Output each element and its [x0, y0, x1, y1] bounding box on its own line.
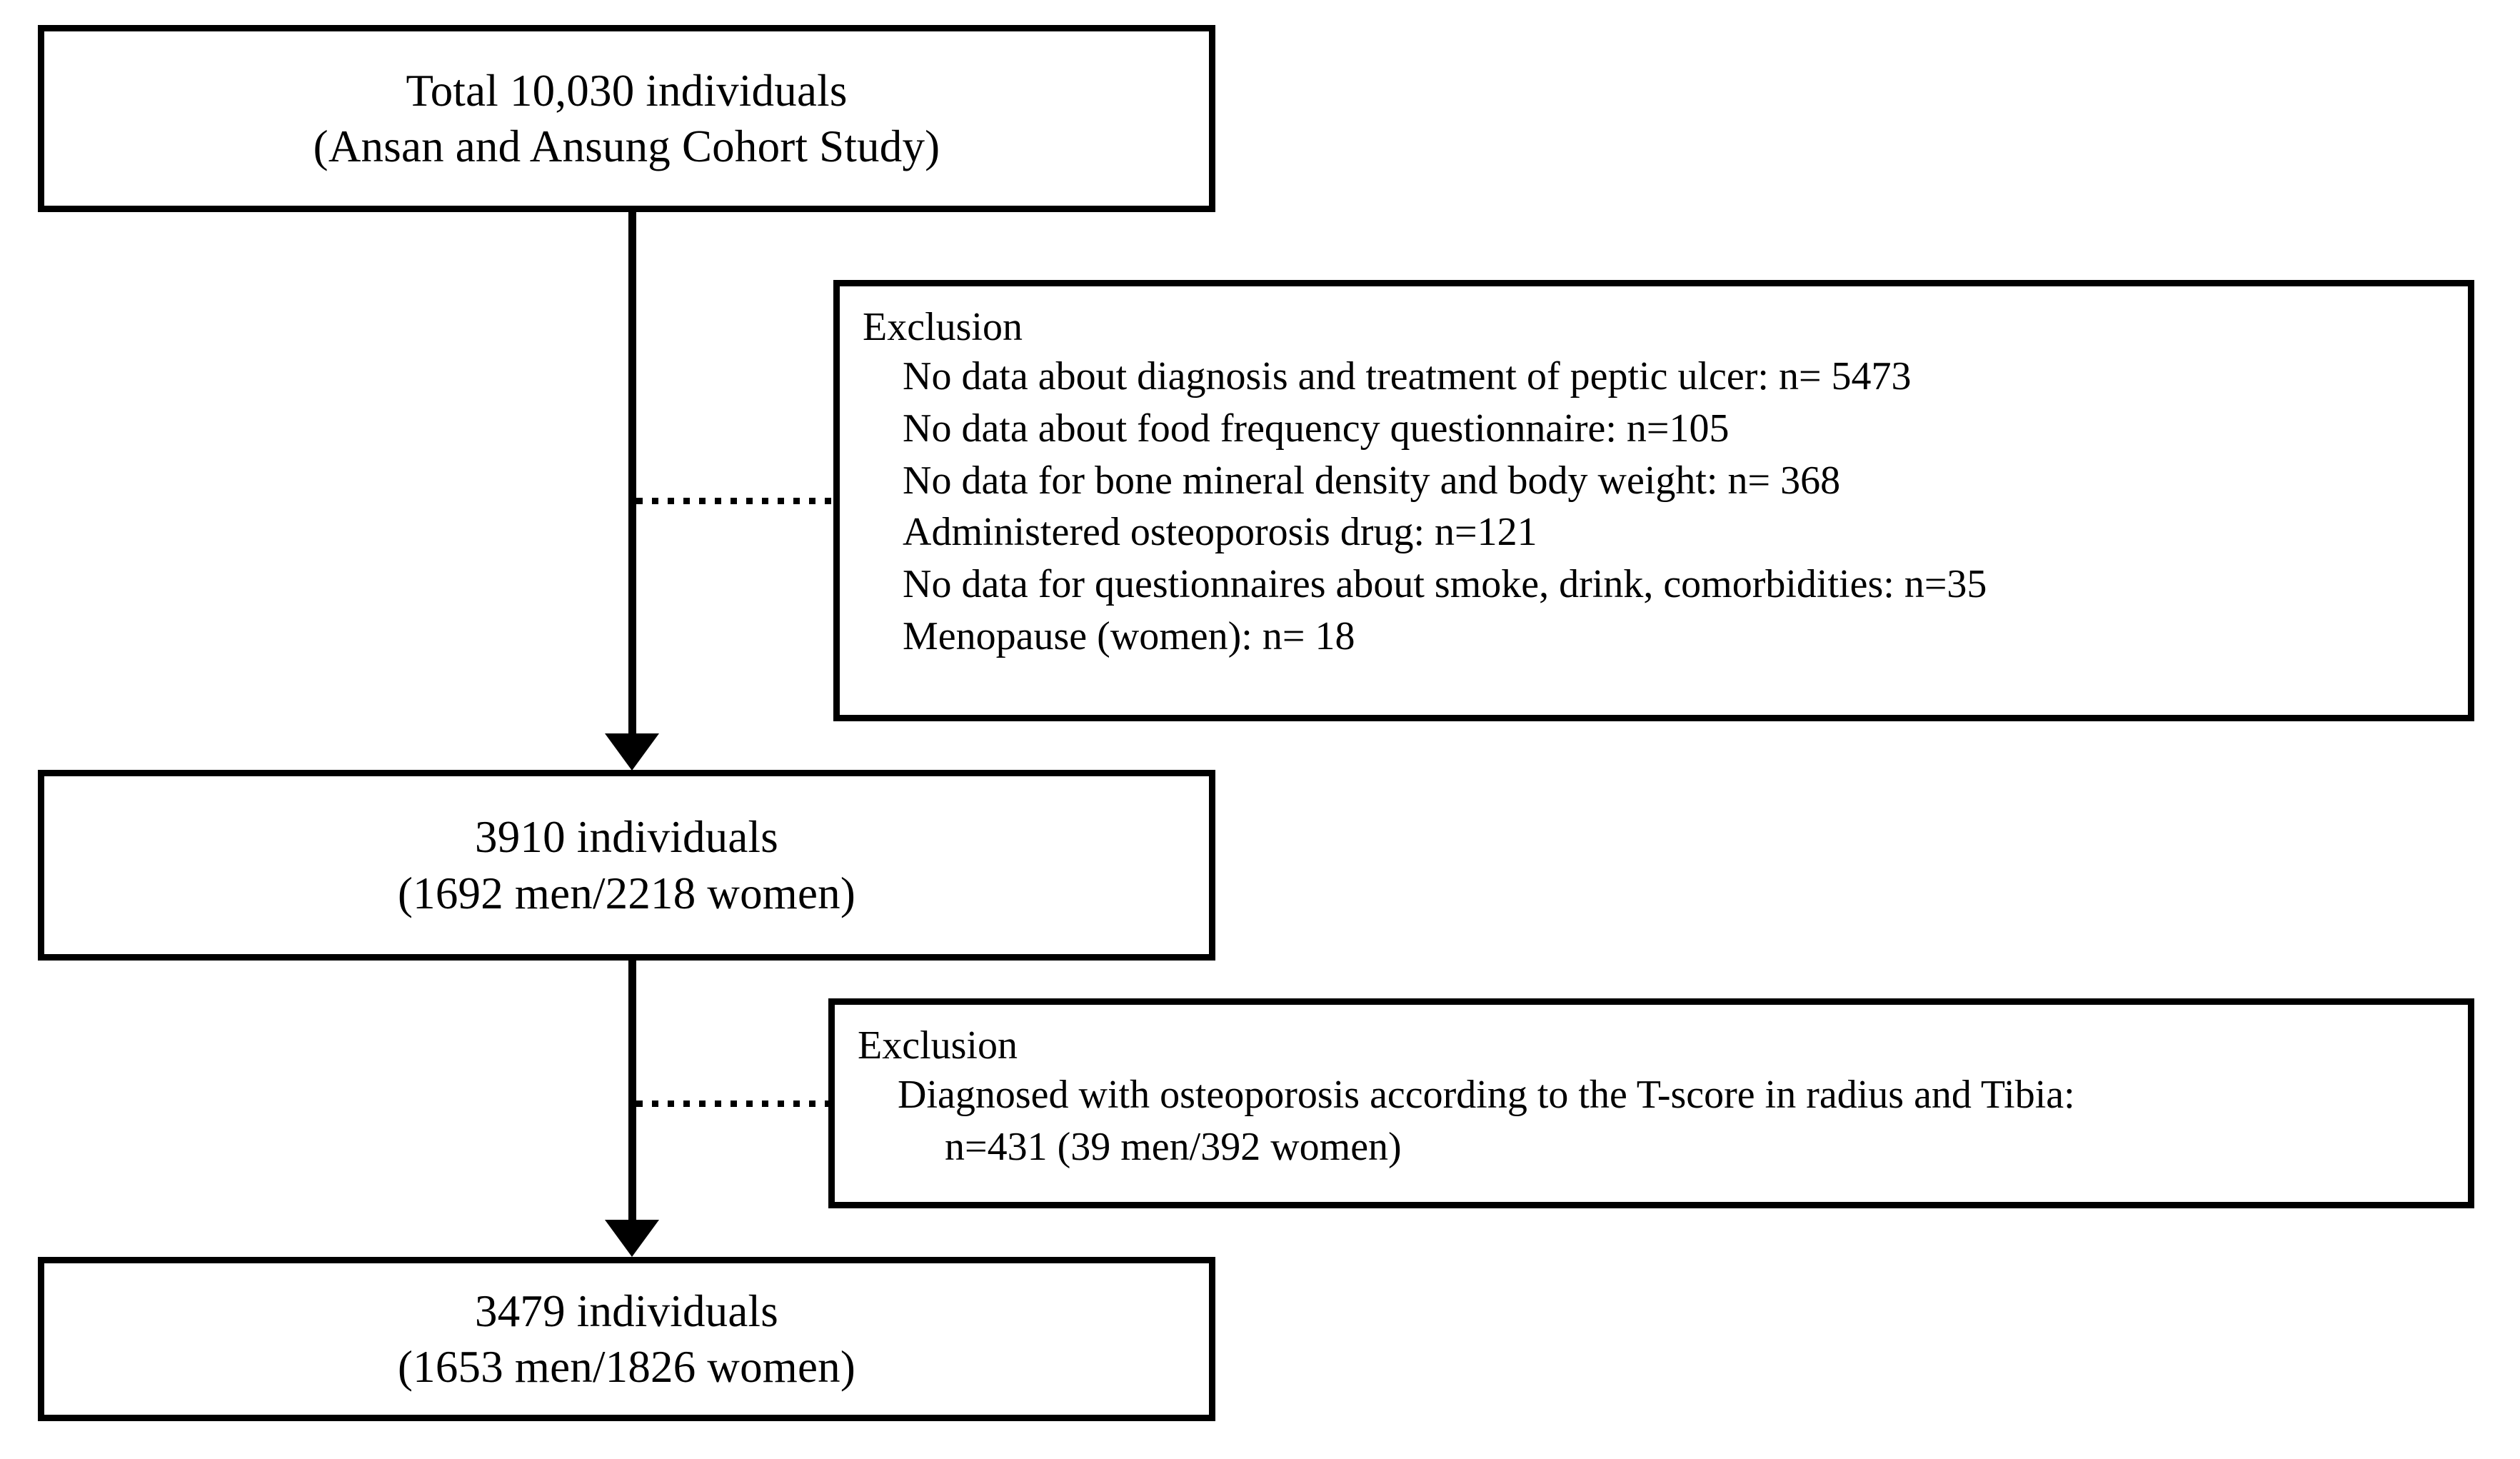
dotted-connector-1: [636, 498, 833, 504]
node-final-cohort-line1: 3479 individuals: [475, 1285, 778, 1336]
exclusion-item: n=431 (39 men/392 women): [945, 1124, 1402, 1169]
exclusion-item: No data about diagnosis and treatment of…: [903, 354, 1912, 399]
exclusion-box-2-heading: Exclusion: [858, 1023, 1018, 1068]
exclusion-box-1-list: No data about diagnosis and treatment of…: [863, 351, 2468, 663]
exclusion-item: No data for bone mineral density and bod…: [903, 458, 1841, 503]
node-total-cohort-line2: (Ansan and Ansung Cohort Study): [313, 121, 940, 171]
exclusion-item: No data about food frequency questionnai…: [903, 406, 1730, 451]
node-final-cohort-line2: (1653 men/1826 women): [397, 1342, 856, 1392]
exclusion-item: No data for questionnaires about smoke, …: [903, 562, 1987, 607]
node-total-cohort-line1: Total 10,030 individuals: [406, 65, 848, 116]
exclusion-box-1: Exclusion No data about diagnosis and tr…: [833, 280, 2474, 721]
node-after-first-exclusion: 3910 individuals (1692 men/2218 women): [38, 770, 1215, 961]
connector-line-1: [628, 212, 636, 733]
node-after-first-exclusion-line1: 3910 individuals: [475, 812, 778, 863]
exclusion-item: Administered osteoporosis drug: n=121: [903, 510, 1537, 555]
exclusion-box-1-heading: Exclusion: [863, 305, 1023, 349]
connector-arrowhead-1: [605, 733, 659, 771]
exclusion-box-2: Exclusion Diagnosed with osteoporosis ac…: [828, 998, 2474, 1208]
node-after-first-exclusion-line2: (1692 men/2218 women): [397, 868, 856, 918]
exclusion-item: Diagnosed with osteoporosis according to…: [898, 1073, 2075, 1118]
dotted-connector-2: [636, 1100, 828, 1107]
node-final-cohort: 3479 individuals (1653 men/1826 women): [38, 1257, 1215, 1421]
exclusion-item: Menopause (women): n= 18: [903, 614, 1355, 659]
connector-line-2: [628, 961, 636, 1220]
exclusion-box-2-list: Diagnosed with osteoporosis according to…: [858, 1069, 2468, 1173]
connector-arrowhead-2: [605, 1220, 659, 1257]
node-total-cohort: Total 10,030 individuals (Ansan and Ansu…: [38, 25, 1215, 212]
